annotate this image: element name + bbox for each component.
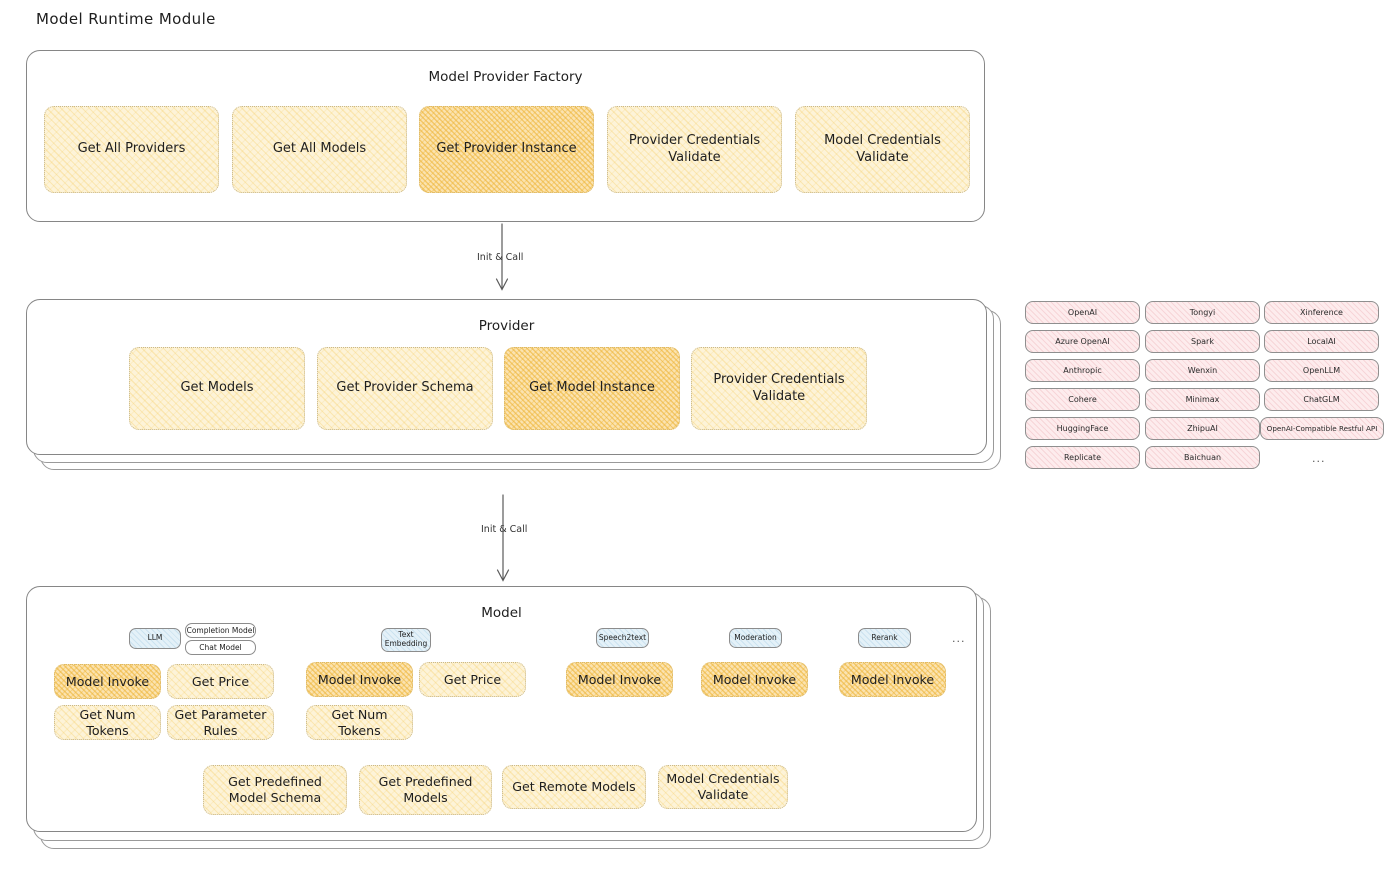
model-method-llm-get-num-tokens[interactable]: Get Num Tokens <box>54 705 161 740</box>
provider-pill-openai-compatible-restful-api[interactable]: OpenAI-Compatible Restful API <box>1260 417 1384 440</box>
provider-pill-cohere[interactable]: Cohere <box>1025 388 1140 411</box>
model-panel: Model <box>26 586 977 832</box>
model-common-model-credentials-validate[interactable]: Model Credentials Validate <box>658 765 788 809</box>
provider-node-provider-credentials-validate[interactable]: Provider Credentials Validate <box>691 347 867 430</box>
provider-node-get-provider-schema[interactable]: Get Provider Schema <box>317 347 493 430</box>
provider-pill-replicate[interactable]: Replicate <box>1025 446 1140 469</box>
model-types-more: ... <box>952 632 966 645</box>
factory-node-model-credentials-validate[interactable]: Model Credentials Validate <box>795 106 970 193</box>
model-type-badge-llm[interactable]: LLM <box>129 628 181 649</box>
model-provider-factory-title: Model Provider Factory <box>428 69 583 85</box>
provider-pill-openai[interactable]: OpenAI <box>1025 301 1140 324</box>
provider-list-more: ... <box>1312 452 1326 465</box>
provider-pill-openllm[interactable]: OpenLLM <box>1264 359 1379 382</box>
provider-pill-localai[interactable]: LocalAI <box>1264 330 1379 353</box>
provider-title: Provider <box>478 318 535 334</box>
model-method-moderation-model-invoke[interactable]: Model Invoke <box>701 662 808 697</box>
model-method-embedding-model-invoke[interactable]: Model Invoke <box>306 662 413 697</box>
provider-pill-azure-openai[interactable]: Azure OpenAI <box>1025 330 1140 353</box>
factory-node-get-provider-instance[interactable]: Get Provider Instance <box>419 106 594 193</box>
model-type-badge-moderation[interactable]: Moderation <box>729 628 782 648</box>
model-common-get-predefined-model-schema[interactable]: Get Predefined Model Schema <box>203 765 347 815</box>
provider-pill-spark[interactable]: Spark <box>1145 330 1260 353</box>
provider-pill-wenxin[interactable]: Wenxin <box>1145 359 1260 382</box>
model-tag-chat-model[interactable]: Chat Model <box>185 640 256 655</box>
model-method-rerank-model-invoke[interactable]: Model Invoke <box>839 662 946 697</box>
provider-pill-xinference[interactable]: Xinference <box>1264 301 1379 324</box>
provider-pill-baichuan[interactable]: Baichuan <box>1145 446 1260 469</box>
provider-pill-anthropic[interactable]: Anthropic <box>1025 359 1140 382</box>
model-title: Model <box>481 605 522 621</box>
factory-node-get-all-providers[interactable]: Get All Providers <box>44 106 219 193</box>
provider-pill-minimax[interactable]: Minimax <box>1145 388 1260 411</box>
model-method-embedding-get-num-tokens[interactable]: Get Num Tokens <box>306 705 413 740</box>
provider-pill-zhipuai[interactable]: ZhipuAI <box>1145 417 1260 440</box>
factory-node-provider-credentials-validate[interactable]: Provider Credentials Validate <box>607 106 782 193</box>
model-type-badge-speech2text[interactable]: Speech2text <box>596 628 649 648</box>
arrow-label-init-call-1: Init & Call <box>477 252 524 263</box>
arrow-label-init-call-2: Init & Call <box>481 524 528 535</box>
provider-pill-chatglm[interactable]: ChatGLM <box>1264 388 1379 411</box>
provider-node-get-models[interactable]: Get Models <box>129 347 305 430</box>
model-tag-completion-model[interactable]: Completion Model <box>185 623 256 638</box>
model-method-embedding-get-price[interactable]: Get Price <box>419 662 526 697</box>
model-method-llm-get-price[interactable]: Get Price <box>167 664 274 699</box>
provider-node-get-model-instance[interactable]: Get Model Instance <box>504 347 680 430</box>
provider-pill-tongyi[interactable]: Tongyi <box>1145 301 1260 324</box>
provider-pill-huggingface[interactable]: HuggingFace <box>1025 417 1140 440</box>
model-method-llm-get-parameter-rules[interactable]: Get Parameter Rules <box>167 705 274 740</box>
model-type-badge-text-embedding[interactable]: Text Embedding <box>381 628 431 652</box>
factory-node-get-all-models[interactable]: Get All Models <box>232 106 407 193</box>
model-method-llm-model-invoke[interactable]: Model Invoke <box>54 664 161 699</box>
page-title: Model Runtime Module <box>36 10 216 28</box>
model-common-get-remote-models[interactable]: Get Remote Models <box>502 765 646 809</box>
model-type-badge-rerank[interactable]: Rerank <box>858 628 911 648</box>
model-common-get-predefined-models[interactable]: Get Predefined Models <box>359 765 492 815</box>
model-method-speech2text-model-invoke[interactable]: Model Invoke <box>566 662 673 697</box>
